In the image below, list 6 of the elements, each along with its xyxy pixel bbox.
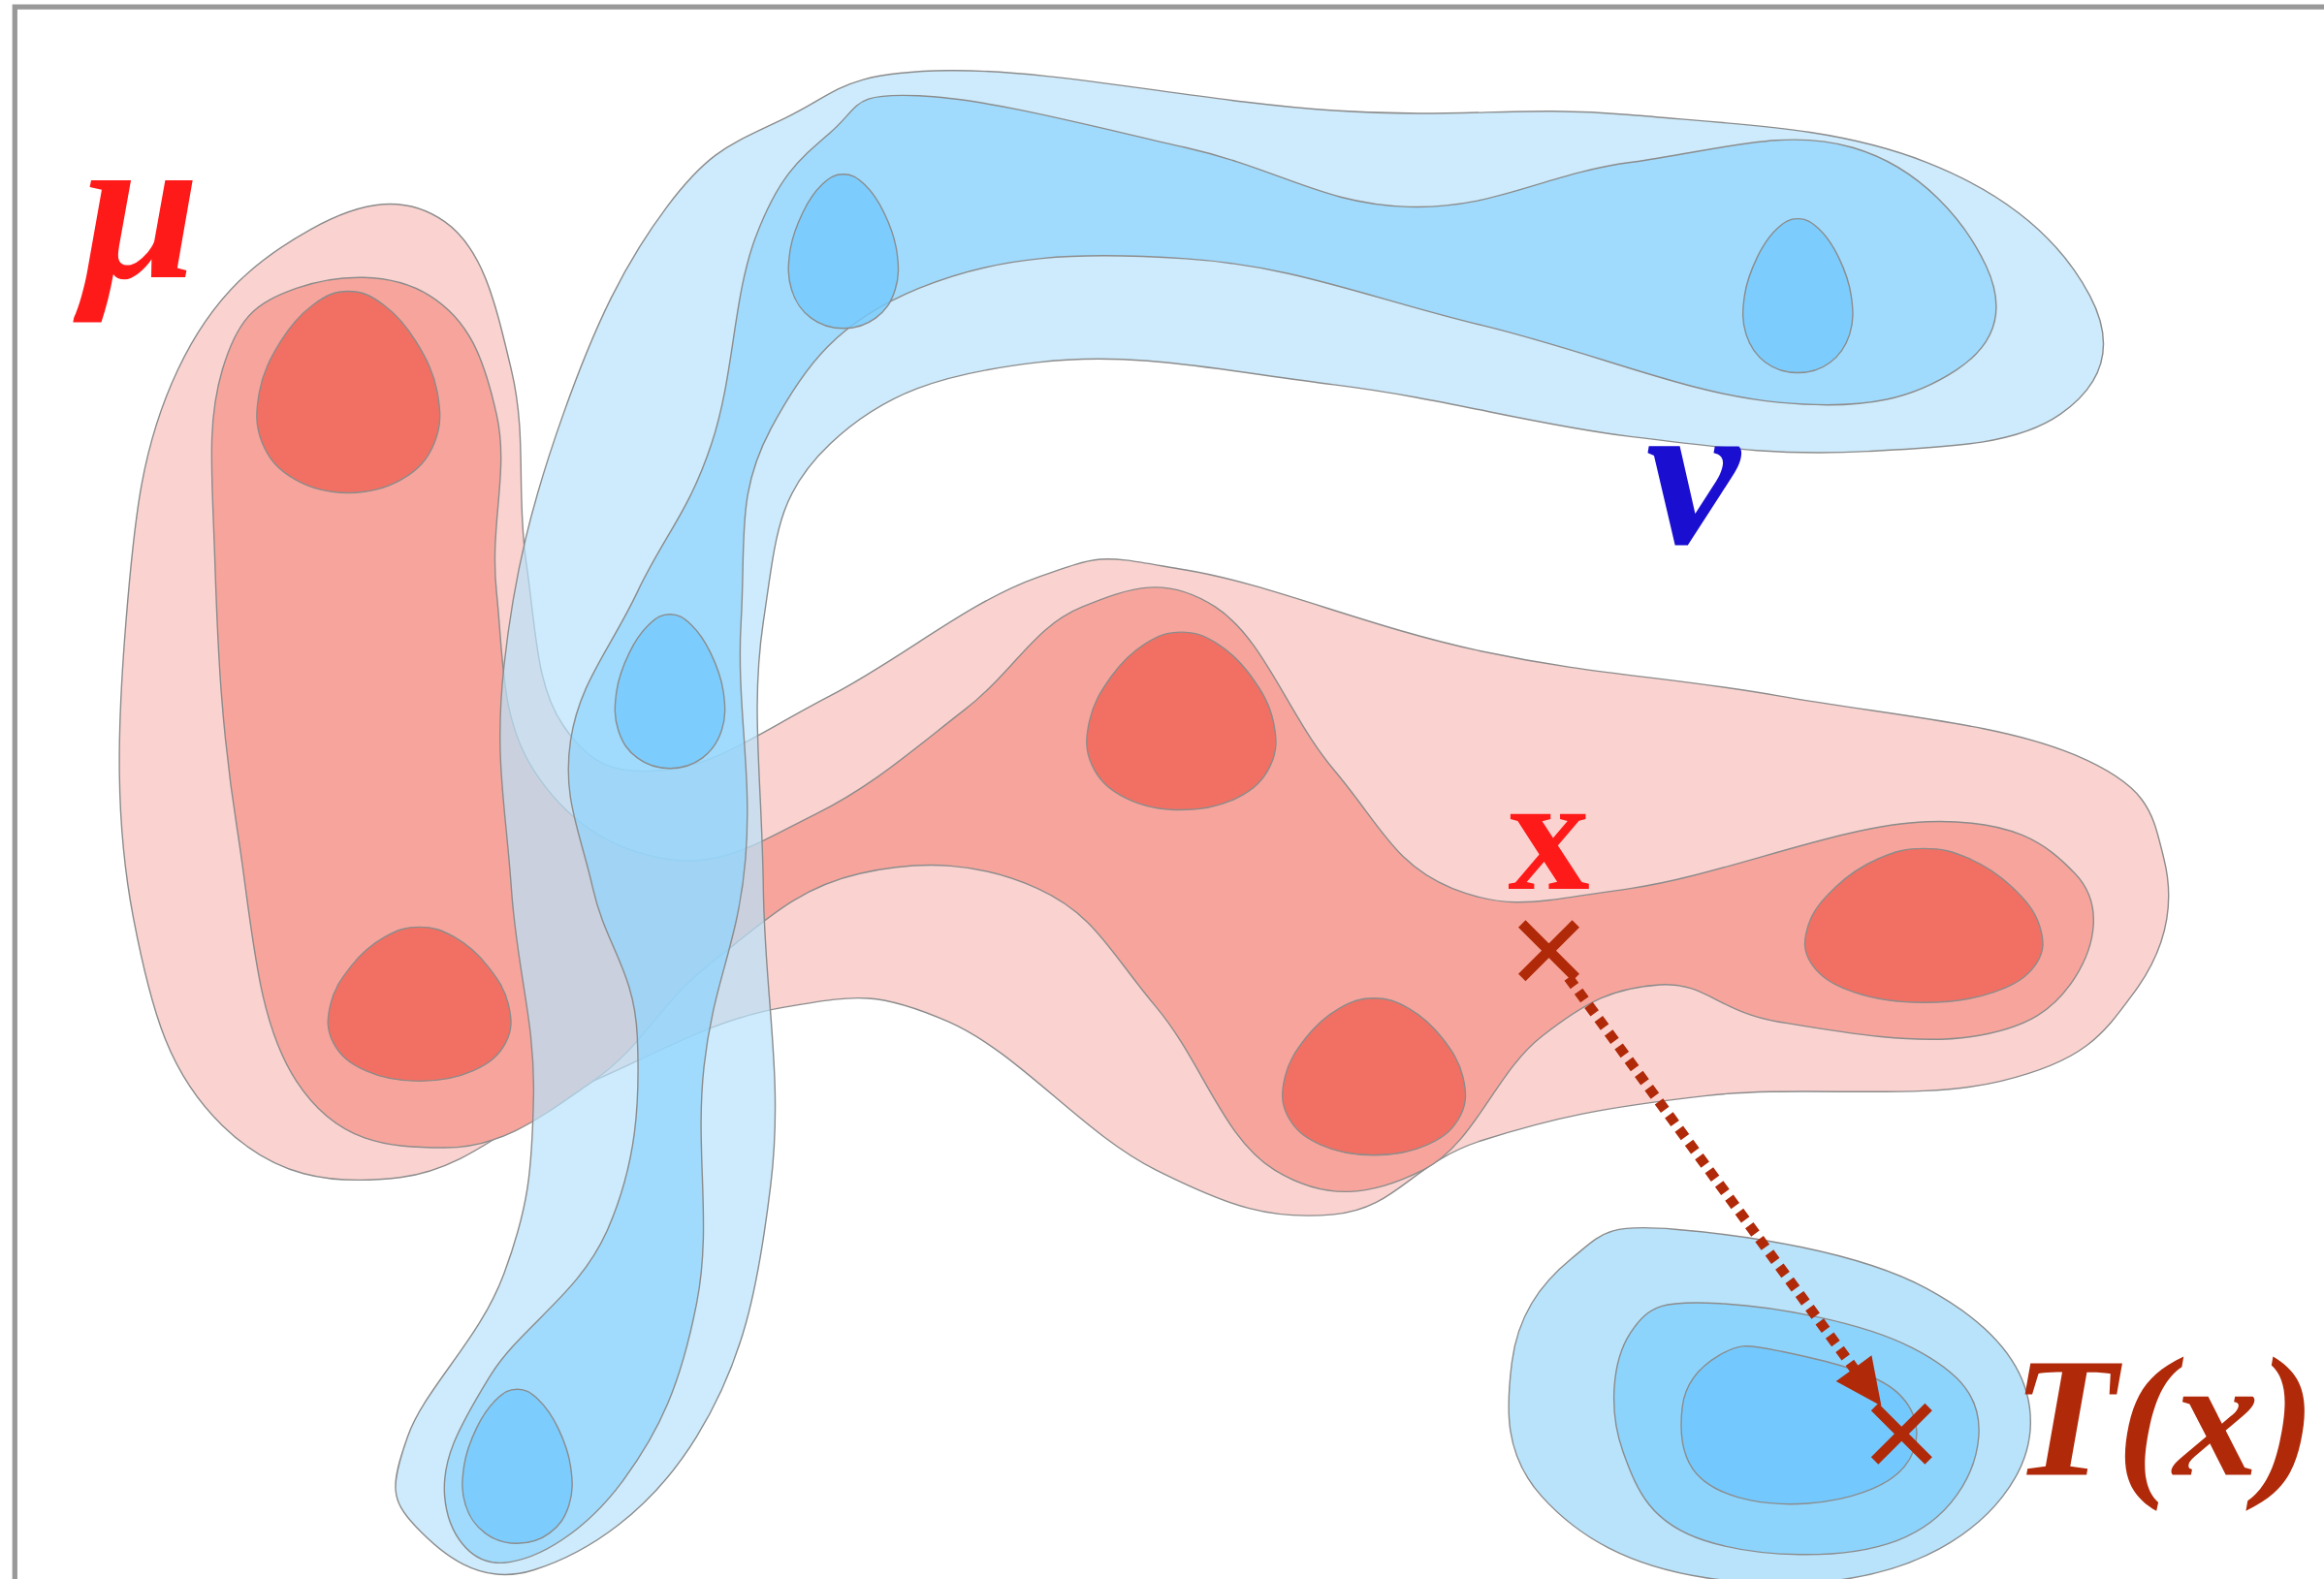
cross-mark (1869, 1402, 1934, 1467)
measure-label: μ (73, 180, 193, 323)
measure-label: ν (1647, 446, 1742, 546)
point-label: T(x) (2024, 1356, 2305, 1511)
point-label: x (1509, 813, 1589, 890)
cross-mark (1516, 918, 1581, 983)
